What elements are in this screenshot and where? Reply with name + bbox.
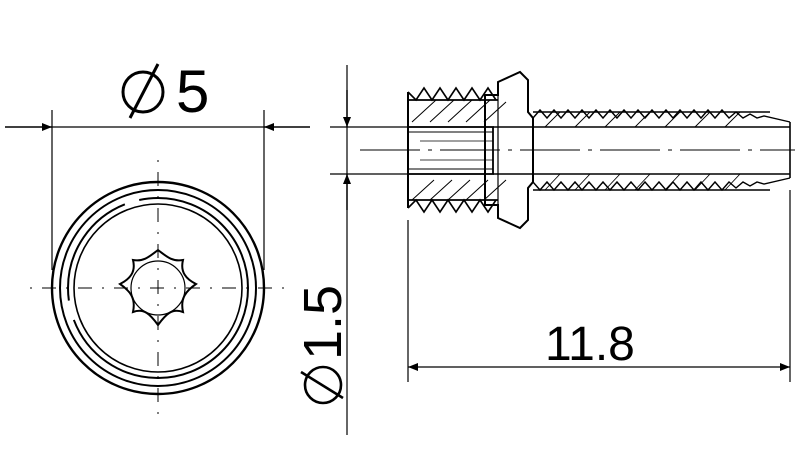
end-view-thread-circle: [59, 189, 257, 387]
thread-teeth-bottom: [407, 198, 497, 214]
torx-center-circle: [130, 260, 186, 316]
length-dimension: [407, 190, 791, 382]
side-view: [360, 70, 795, 230]
shank-teeth-bottom: [532, 177, 791, 192]
shank-teeth-top: [532, 108, 791, 123]
bore-diameter-label: 1.5: [293, 285, 353, 405]
overall-length-value: 11.8: [545, 318, 635, 371]
shank-hatch-top: [544, 111, 741, 128]
bore-diameter-value: 1.5: [293, 285, 353, 360]
end-view-chamfer-circle: [67, 197, 249, 379]
end-view-inner-circle: [73, 203, 243, 373]
thread-teeth-top: [407, 86, 497, 102]
torx-recess: [118, 248, 198, 327]
outer-diameter-label: 5: [121, 58, 209, 125]
bore-diameter-dimension: [330, 65, 408, 435]
bore-diameter-symbol-circle: [303, 365, 343, 405]
bore-diameter-symbol-slash: [300, 370, 344, 400]
end-view-outer-circle: [50, 180, 266, 396]
outer-diameter-dimension: [5, 110, 310, 270]
diameter-symbol-circle: [121, 70, 165, 114]
shank-hatch-bottom: [544, 173, 741, 191]
section-hatch: [411, 99, 507, 201]
diameter-symbol-slash: [128, 63, 160, 119]
outer-diameter-value: 5: [176, 58, 209, 125]
end-view: [30, 160, 288, 418]
